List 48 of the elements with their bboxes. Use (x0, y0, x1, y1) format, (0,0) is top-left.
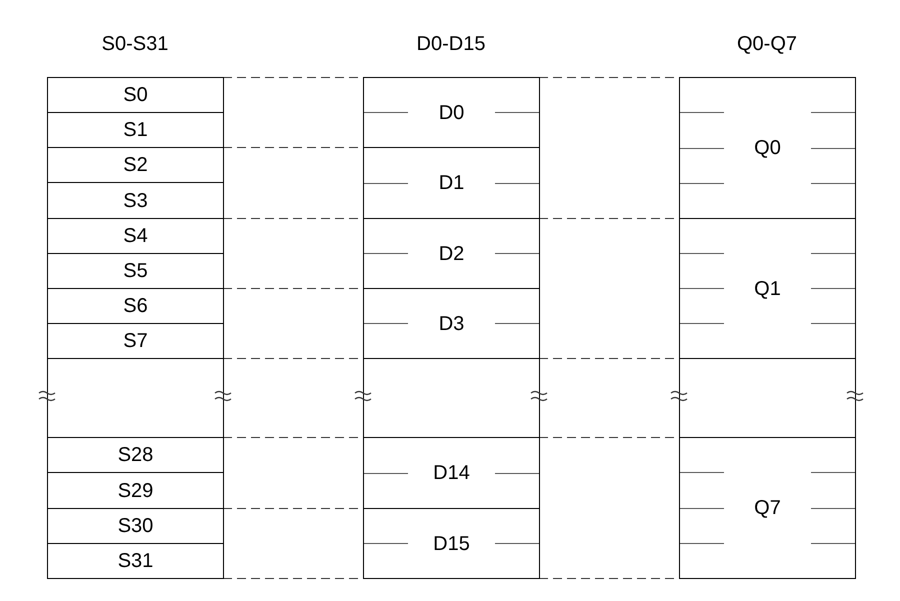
column-header: D0-D15 (416, 34, 486, 54)
register-name: S3 (123, 190, 148, 210)
break-cell (47, 358, 224, 438)
register-name: S0 (123, 85, 148, 105)
break-cell (679, 358, 856, 438)
register-name: S4 (123, 226, 148, 246)
register-name: Q7 (754, 498, 781, 518)
register-name: D3 (438, 314, 464, 334)
register-cell (47, 218, 224, 254)
register-name: D15 (433, 534, 470, 554)
register-cell (47, 253, 224, 289)
register-cell (47, 437, 224, 473)
register-name: S29 (118, 480, 154, 500)
register-name: S6 (123, 296, 148, 316)
register-name: S31 (118, 551, 154, 571)
break-cell (363, 358, 540, 438)
register-name: S30 (118, 516, 154, 536)
register-name: S2 (123, 155, 148, 175)
register-name: Q0 (754, 138, 781, 158)
register-name: D0 (438, 102, 464, 122)
register-cell (679, 77, 856, 219)
register-cell (363, 508, 540, 579)
register-cell (363, 77, 540, 148)
register-cell (47, 77, 224, 113)
register-cell (47, 112, 224, 148)
register-cell (47, 543, 224, 579)
register-name: D2 (438, 244, 464, 264)
register-cell (363, 437, 540, 509)
register-name: S1 (123, 120, 148, 140)
register-cell (363, 147, 540, 219)
register-cell (679, 437, 856, 579)
register-name: S5 (123, 261, 148, 281)
register-name: S7 (123, 331, 148, 351)
register-name: S28 (118, 445, 154, 465)
register-cell (47, 182, 224, 219)
register-cell (47, 147, 224, 183)
register-name: D14 (433, 463, 470, 483)
column-header: S0-S31 (100, 34, 170, 54)
column-header: Q0-Q7 (736, 34, 798, 54)
register-cell (363, 218, 540, 289)
register-cell (47, 288, 224, 324)
register-cell (47, 508, 224, 544)
register-name: Q1 (754, 278, 781, 298)
register-cell (47, 323, 224, 359)
register-cell (679, 218, 856, 359)
register-cell (363, 288, 540, 359)
register-cell (47, 472, 224, 509)
register-name: D1 (438, 173, 464, 193)
